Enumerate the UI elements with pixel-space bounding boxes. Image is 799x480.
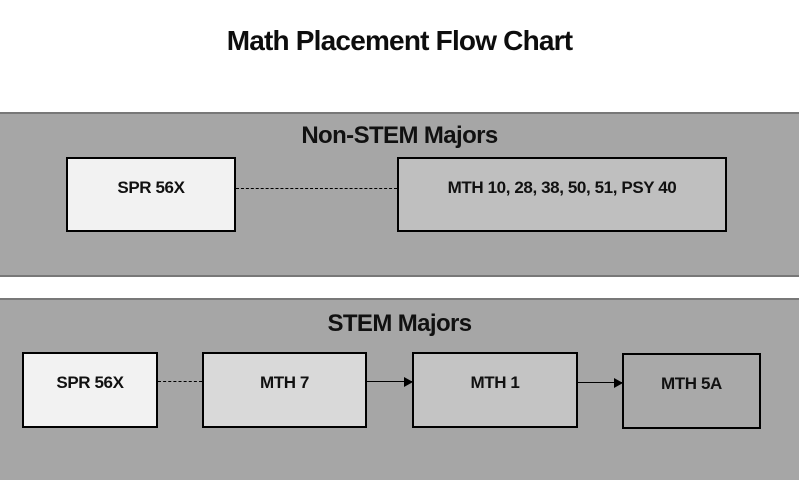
node-mth-1: MTH 1: [412, 352, 578, 428]
section-non-stem-majors: Non-STEM Majors SPR 56X MTH 10, 28, 38, …: [0, 112, 799, 277]
connector-arrow-mth1-to-mth5a: [578, 377, 623, 388]
section-title-non-stem: Non-STEM Majors: [301, 122, 498, 149]
node-label: SPR 56X: [117, 177, 185, 197]
arrowhead-right-icon: [614, 377, 623, 388]
connector-dashed-spr-to-mth7: [158, 381, 202, 382]
node-label: MTH 5A: [661, 374, 722, 393]
node-spr-56x-stem: SPR 56X: [22, 352, 158, 428]
section-stem-majors: STEM Majors SPR 56X MTH 7 MTH 1 MTH 5A: [0, 298, 799, 480]
node-label: SPR 56X: [56, 373, 124, 392]
node-label: MTH 7: [259, 373, 309, 392]
node-spr-56x-non-stem: SPR 56X: [66, 157, 236, 232]
node-mth-course-list: MTH 10, 28, 38, 50, 51, PSY 40: [397, 157, 727, 232]
node-mth-5a: MTH 5A: [622, 353, 761, 429]
connector-dashed-spr-to-mth-courses: [236, 188, 397, 189]
node-mth-7: MTH 7: [202, 352, 367, 428]
section-title-stem: STEM Majors: [327, 310, 472, 337]
page-title: Math Placement Flow Chart: [226, 25, 573, 56]
connector-arrow-mth7-to-mth1: [367, 376, 413, 387]
node-label: MTH 10, 28, 38, 50, 51, PSY 40: [447, 177, 677, 197]
arrowhead-right-icon: [404, 376, 413, 387]
node-label: MTH 1: [470, 373, 520, 392]
